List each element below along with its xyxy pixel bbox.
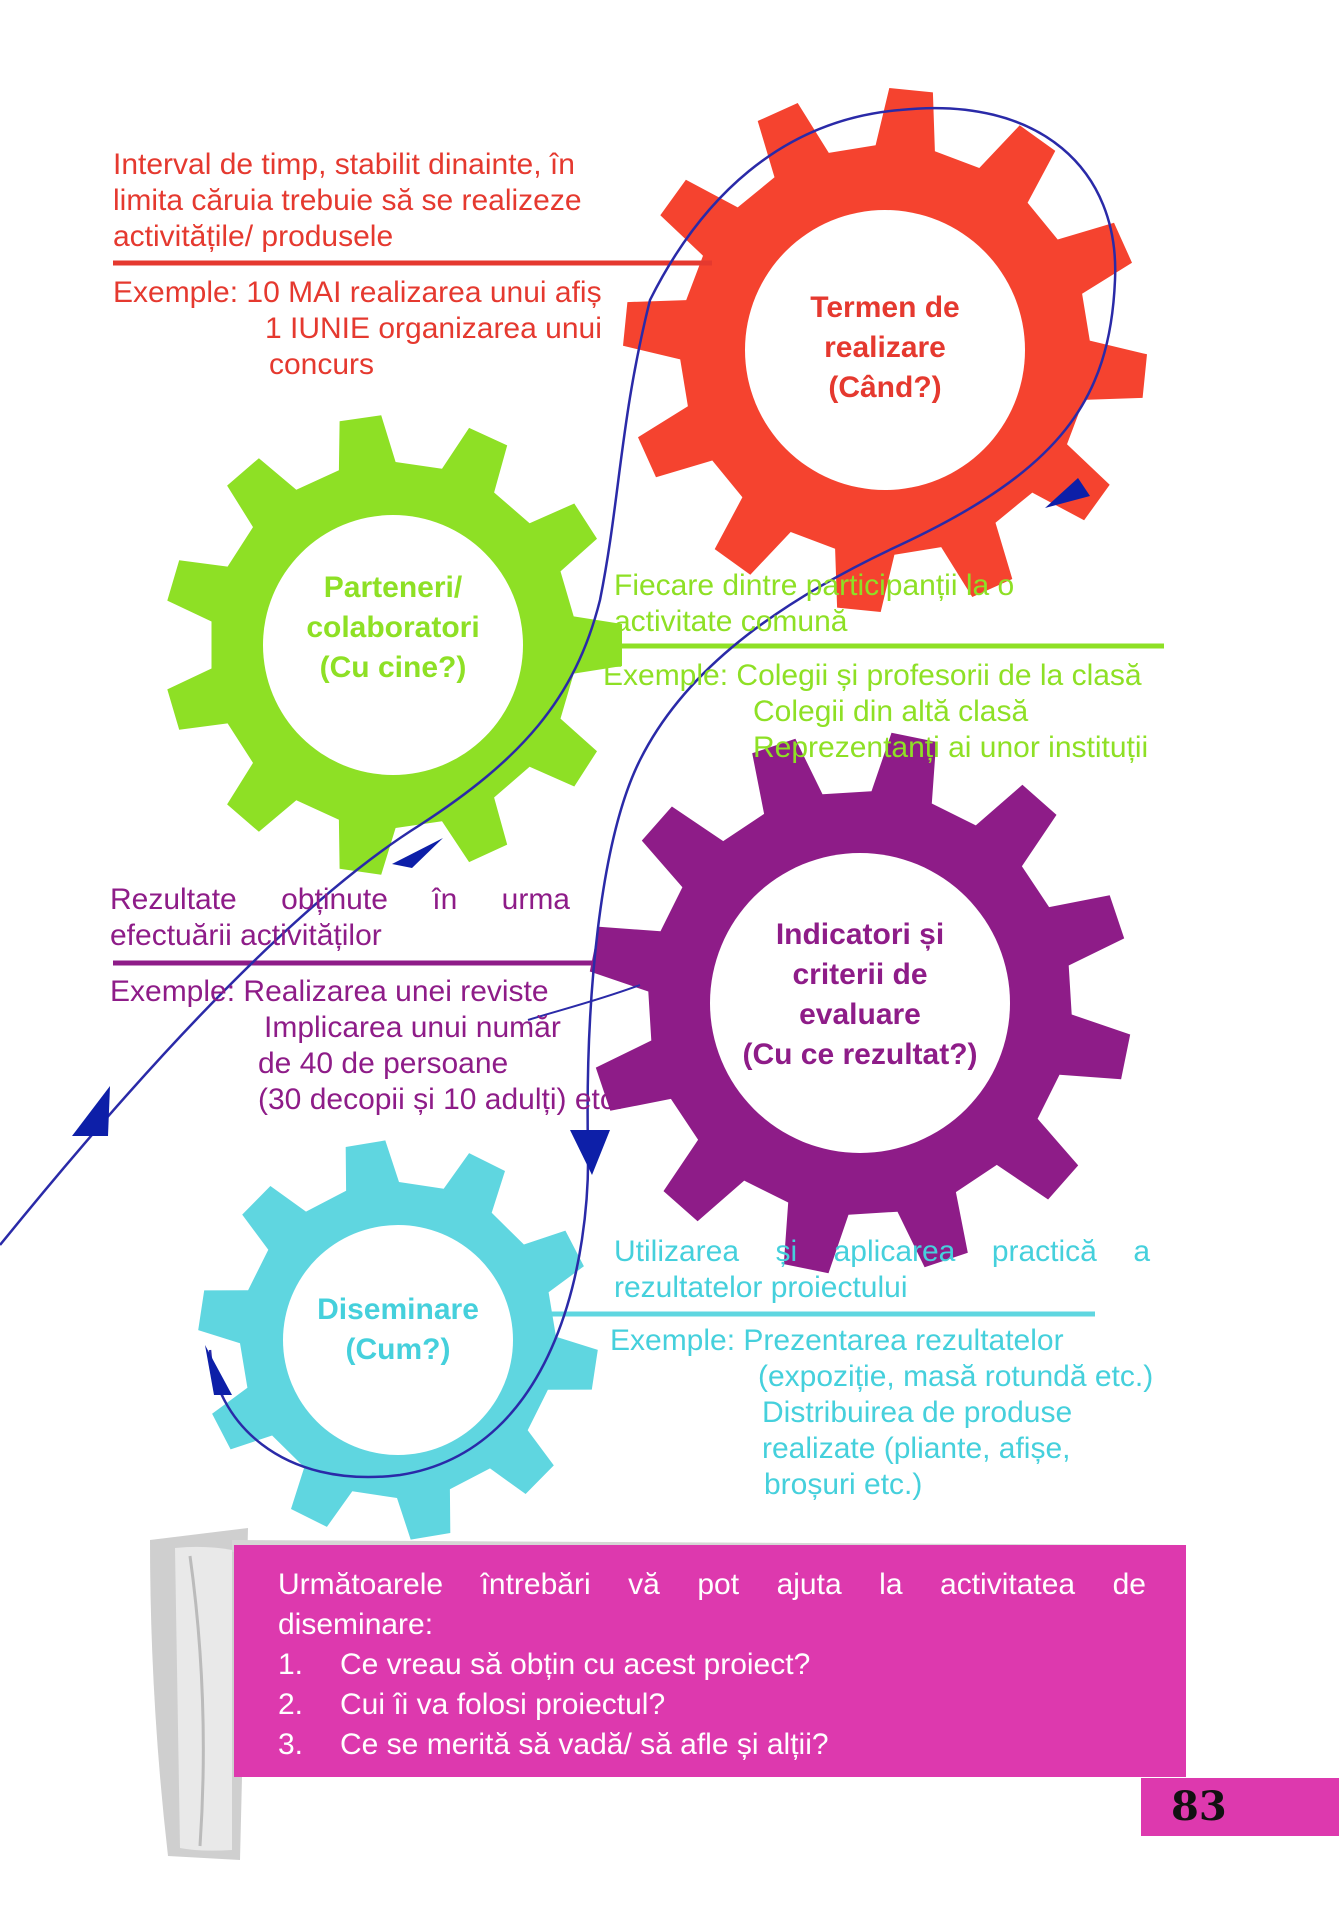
termen-definition: Interval de timp, stabilit dinainte, în … [113, 147, 582, 255]
example-item: (expoziție, masă rotundă etc.) [758, 1360, 1154, 1393]
example-item: concurs [269, 348, 375, 381]
arrow-down-middle-icon [570, 1130, 610, 1175]
question-number: 3. [278, 1728, 304, 1761]
diseminare-examples: Exemple: Prezentarea rezultatelor (expoz… [610, 1323, 1153, 1503]
example-item: Realizarea unei reviste [243, 975, 549, 1008]
examples-prefix: Exemple: [610, 1324, 736, 1357]
example-item: realizate (pliante, afișe, [762, 1432, 1071, 1465]
definition-line: Interval de timp, stabilit dinainte, în [113, 148, 575, 181]
gear-diseminare-hole [283, 1225, 513, 1455]
parteneri-definition: Fiecare dintre participanții la o activi… [614, 568, 1014, 640]
gear-label-line: colaboratori [306, 611, 480, 644]
gear-label-line: Termen de [810, 291, 960, 324]
gear-label-line: Parteneri/ [323, 571, 463, 604]
example-item: de 40 de persoane [258, 1047, 509, 1080]
gear-label-line: (Cu cine?) [319, 651, 467, 684]
diseminare-definition: Utilizarea și aplicarea practică a rezul… [614, 1234, 1150, 1306]
example-item: Colegii din altă clasă [753, 695, 1029, 728]
note-box: Următoarele întrebări vă pot ajuta la ac… [234, 1545, 1186, 1777]
gear-label-indicatori: Indicatori și criterii de evaluare (Cu c… [710, 915, 1010, 1075]
gear-termen-hole [745, 210, 1025, 490]
arrow-up-right-icon [72, 1086, 110, 1136]
definition-line: Rezultate obținute în urma [110, 883, 570, 916]
gear-label-line: (Când?) [828, 371, 942, 404]
question-text: Ce se merită să vadă/ să afle și alții? [340, 1728, 829, 1761]
examples-prefix: Exemple: [113, 276, 239, 309]
note-intro-line: Următoarele întrebări vă pot ajuta la ac… [278, 1568, 1146, 1601]
definition-line: activitate comună [614, 605, 848, 638]
gear-label-termen: Termen de realizare (Când?) [765, 288, 1005, 408]
flow-line-secondary [527, 984, 641, 1021]
example-item: (30 decopii și 10 adulți) etc. [258, 1083, 624, 1116]
gear-label-line: Diseminare [317, 1293, 479, 1326]
gear-label-line: realizare [824, 331, 946, 364]
flow-line-main [0, 106, 1117, 1479]
examples-prefix: Exemple: [603, 659, 729, 692]
example-item: Prezentarea rezultatelor [743, 1324, 1064, 1357]
definition-line: limita căruia trebuie să se realizeze [113, 184, 582, 217]
example-item: Colegii și profesorii de la clasă [736, 659, 1142, 692]
question-number: 1. [278, 1648, 304, 1681]
note-question: 1. Ce vreau să obțin cu acest proiect? [278, 1645, 1146, 1685]
parteneri-examples: Exemple: Colegii și profesorii de la cla… [603, 658, 1148, 766]
termen-examples: Exemple: 10 MAI realizarea unui afiș 1 I… [113, 275, 602, 383]
definition-line: Utilizarea și aplicarea practică a [614, 1235, 1150, 1268]
gear-parteneri-hole [263, 515, 523, 775]
definition-line: Fiecare dintre participanții la o [614, 569, 1015, 602]
gear-label-line: (Cum?) [345, 1333, 451, 1366]
indicatori-definition: Rezultate obținute în urma efectuării ac… [110, 882, 570, 954]
definition-line: efectuării activităților [110, 919, 382, 952]
example-item: Distribuirea de produse [762, 1396, 1073, 1429]
arrow-right-lower-icon [392, 838, 443, 868]
gear-label-line: criterii de [792, 958, 928, 991]
note-question: 2. Cui îi va folosi proiectul? [278, 1685, 1146, 1725]
gear-label-diseminare: Diseminare (Cum?) [298, 1290, 498, 1370]
example-item: broșuri etc.) [764, 1468, 923, 1501]
note-intro-line: diseminare: [278, 1608, 434, 1641]
question-text: Cui îi va folosi proiectul? [340, 1688, 666, 1721]
examples-prefix: Exemple: [110, 975, 236, 1008]
definition-line: rezultatelor proiectului [614, 1271, 908, 1304]
gear-indicatori-hole [710, 853, 1010, 1153]
note-content: Următoarele întrebări vă pot ajuta la ac… [278, 1565, 1146, 1765]
example-item: Reprezentanți ai unor instituții [753, 731, 1149, 764]
arrow-down-termen-icon [1045, 478, 1090, 508]
example-item: 1 IUNIE organizarea unui [265, 312, 602, 345]
definition-line: activitățile/ produsele [113, 220, 394, 253]
arrow-up-diseminare-icon [205, 1345, 232, 1395]
page-number: 83 [1141, 1778, 1339, 1836]
example-item: 10 MAI realizarea unui afiș [246, 276, 602, 309]
gear-label-line: Indicatori și [775, 918, 945, 951]
gear-label-line: evaluare [799, 998, 921, 1031]
gear-label-line: (Cu ce rezultat?) [742, 1038, 978, 1071]
note-question: 3. Ce se merită să vadă/ să afle și alți… [278, 1725, 1146, 1765]
question-text: Ce vreau să obțin cu acest proiect? [340, 1648, 811, 1681]
example-item: Implicarea unui număr [264, 1011, 561, 1044]
indicatori-examples: Exemple: Realizarea unei reviste Implica… [110, 974, 623, 1118]
question-number: 2. [278, 1688, 304, 1721]
gear-label-parteneri: Parteneri/ colaboratori (Cu cine?) [263, 568, 523, 688]
